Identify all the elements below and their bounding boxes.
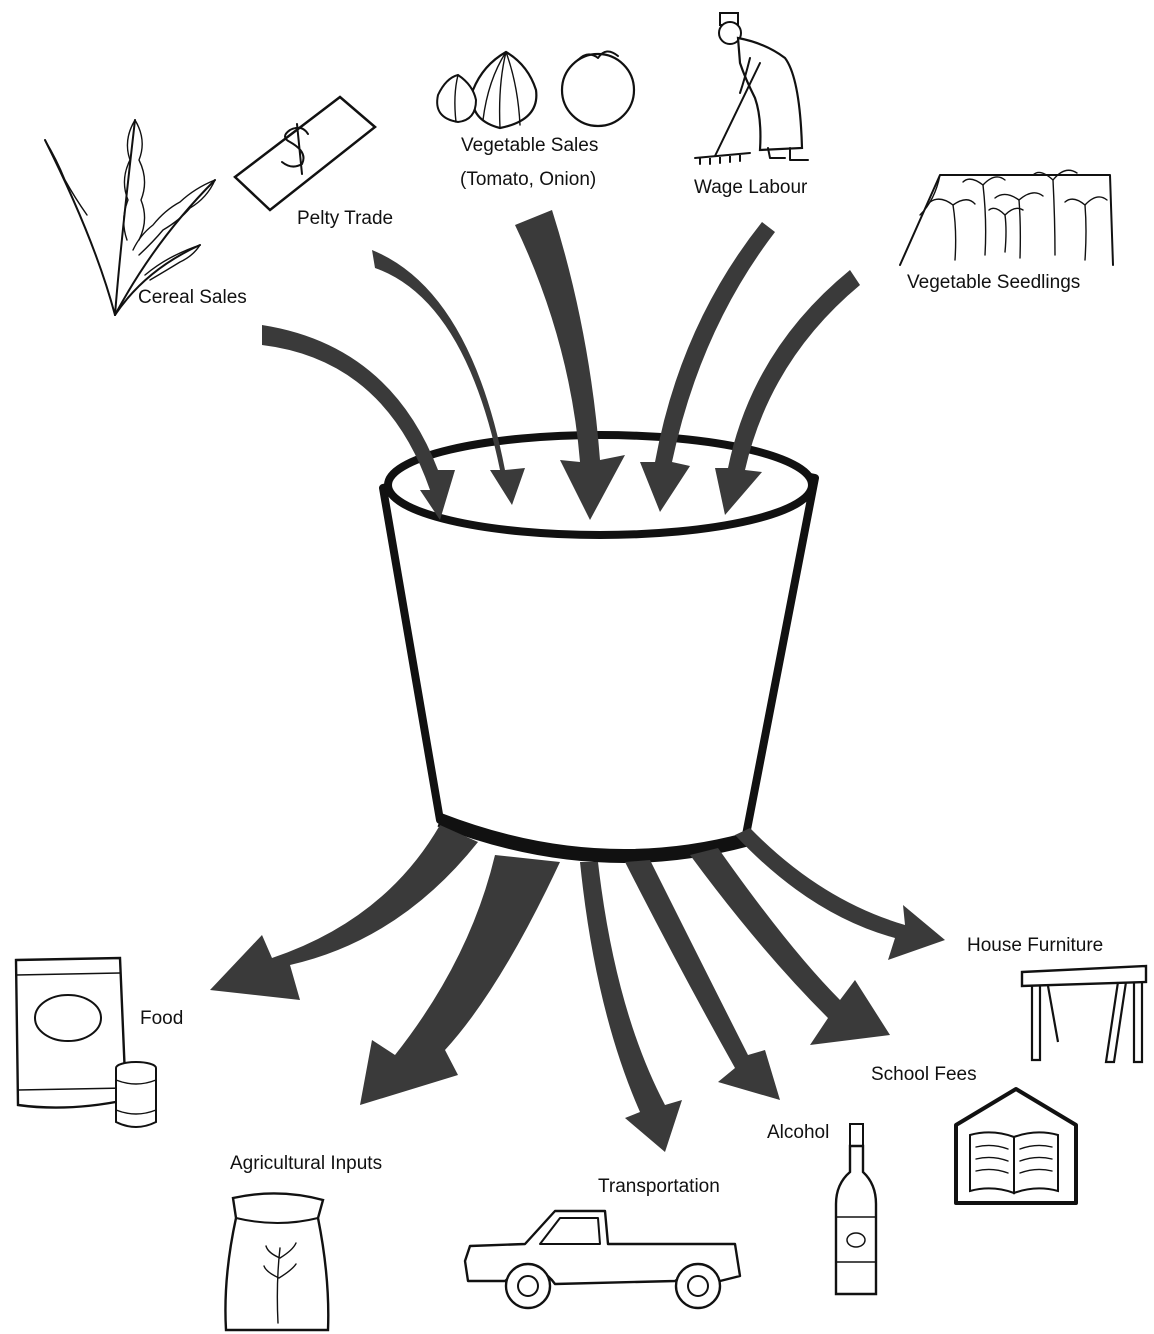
wheat-icon [35, 80, 225, 320]
schoolbook-icon [950, 1085, 1082, 1207]
label-alcohol: Alcohol [767, 1121, 829, 1146]
label-vegetable-sales-detail: (Tomato, Onion) [460, 168, 596, 193]
label-vegetable-sales: Vegetable Sales [461, 134, 598, 159]
label-house-furniture: House Furniture [967, 934, 1103, 959]
food-bag-icon [8, 950, 163, 1132]
bottle-icon [832, 1122, 880, 1298]
inflow-arrow-cereal [262, 325, 455, 520]
label-pelty-trade: Pelty Trade [297, 207, 393, 232]
label-vegetable-seedlings: Vegetable Seedlings [907, 271, 1080, 296]
seed-sack-icon [218, 1188, 336, 1334]
pickup-truck-icon [460, 1206, 748, 1312]
table-icon [1018, 962, 1150, 1070]
outflow-arrow-food [210, 825, 478, 1000]
label-wage-labour: Wage Labour [694, 176, 807, 201]
onion-tomato-icon [428, 40, 638, 132]
outflow-arrow-alcohol [625, 860, 780, 1100]
label-food: Food [140, 1007, 183, 1032]
label-transportation: Transportation [598, 1175, 720, 1200]
farm-worker-icon [690, 8, 830, 168]
label-school-fees: School Fees [871, 1063, 977, 1088]
seedlings-icon [895, 140, 1125, 270]
outflow-arrows [210, 825, 945, 1152]
label-agricultural-inputs: Agricultural Inputs [230, 1152, 382, 1177]
dollar-bill-icon [230, 92, 380, 214]
label-cereal-sales: Cereal Sales [138, 286, 247, 311]
